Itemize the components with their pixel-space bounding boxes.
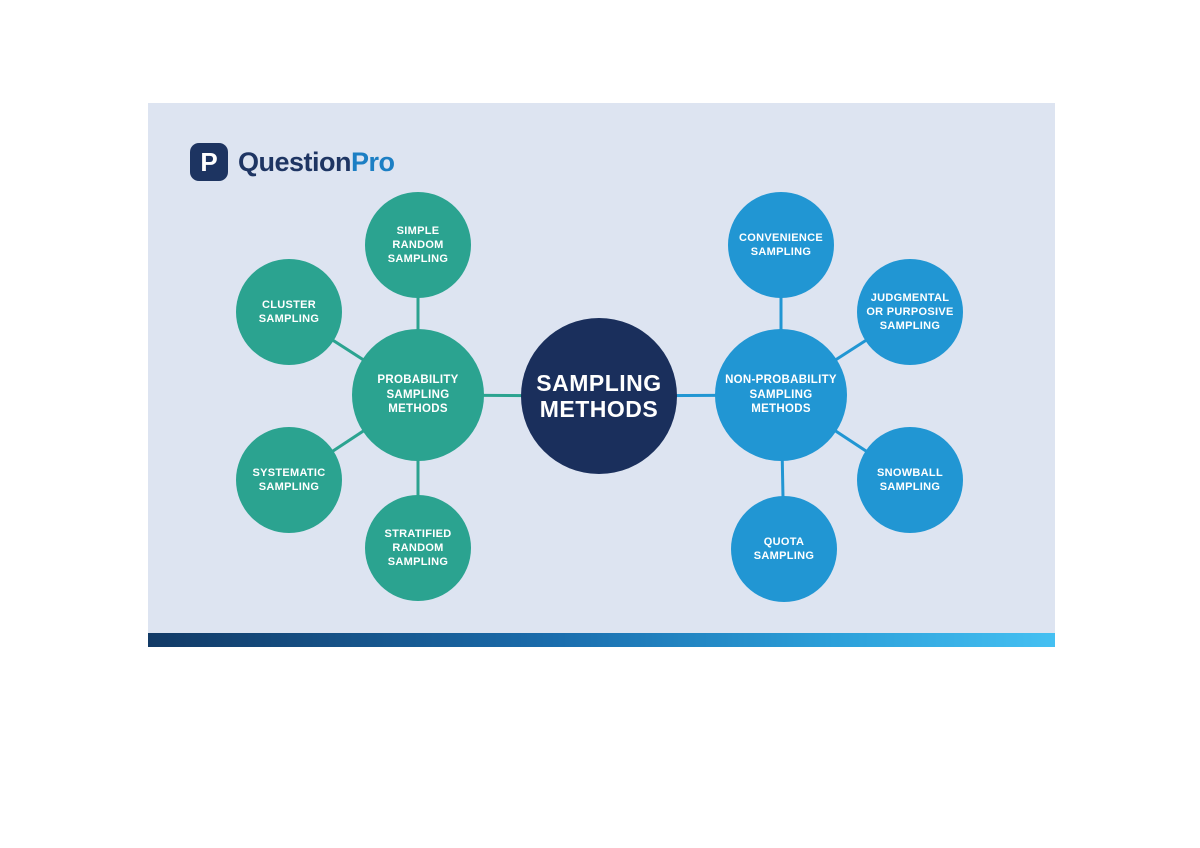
node-label: SAMPLING METHODS: [536, 369, 662, 422]
node-label: CONVENIENCE SAMPLING: [739, 231, 823, 258]
questionpro-logo-icon: P: [190, 143, 228, 181]
node-label: QUOTA SAMPLING: [753, 535, 815, 562]
node-label: SYSTEMATIC SAMPLING: [252, 466, 326, 493]
node-label: JUDGMENTAL OR PURPOSIVE SAMPLING: [866, 291, 954, 333]
node-probability-sampling-methods: PROBABILITY SAMPLING METHODS: [352, 329, 484, 461]
node-label: NON-PROBABILITY SAMPLING METHODS: [725, 373, 837, 416]
brand-name-secondary: Pro: [351, 146, 395, 177]
node-cluster-sampling: CLUSTER SAMPLING: [236, 259, 342, 365]
node-systematic-sampling: SYSTEMATIC SAMPLING: [236, 427, 342, 533]
node-label: PROBABILITY SAMPLING METHODS: [377, 373, 459, 416]
infographic-panel: P QuestionPro SIMPLE RANDOM SAMPLING CLU…: [148, 103, 1055, 647]
node-label: SNOWBALL SAMPLING: [877, 466, 943, 493]
gradient-bar: [148, 633, 1055, 647]
node-judgmental-or-purposive-sampling: JUDGMENTAL OR PURPOSIVE SAMPLING: [857, 259, 963, 365]
node-snowball-sampling: SNOWBALL SAMPLING: [857, 427, 963, 533]
node-stratified-random-sampling: STRATIFIED RANDOM SAMPLING: [365, 495, 471, 601]
questionpro-logo-text: QuestionPro: [238, 147, 395, 178]
node-convenience-sampling: CONVENIENCE SAMPLING: [728, 192, 834, 298]
node-sampling-methods: SAMPLING METHODS: [521, 318, 677, 474]
node-non-probability-sampling-methods: NON-PROBABILITY SAMPLING METHODS: [715, 329, 847, 461]
node-label: SIMPLE RANDOM SAMPLING: [387, 224, 449, 266]
brand-name-primary: Question: [238, 146, 352, 177]
questionpro-logo: P QuestionPro: [190, 143, 395, 181]
node-label: STRATIFIED RANDOM SAMPLING: [384, 527, 452, 569]
logo-icon-letter: P: [200, 146, 218, 177]
node-simple-random-sampling: SIMPLE RANDOM SAMPLING: [365, 192, 471, 298]
node-quota-sampling: QUOTA SAMPLING: [731, 496, 837, 602]
node-label: CLUSTER SAMPLING: [258, 298, 320, 325]
